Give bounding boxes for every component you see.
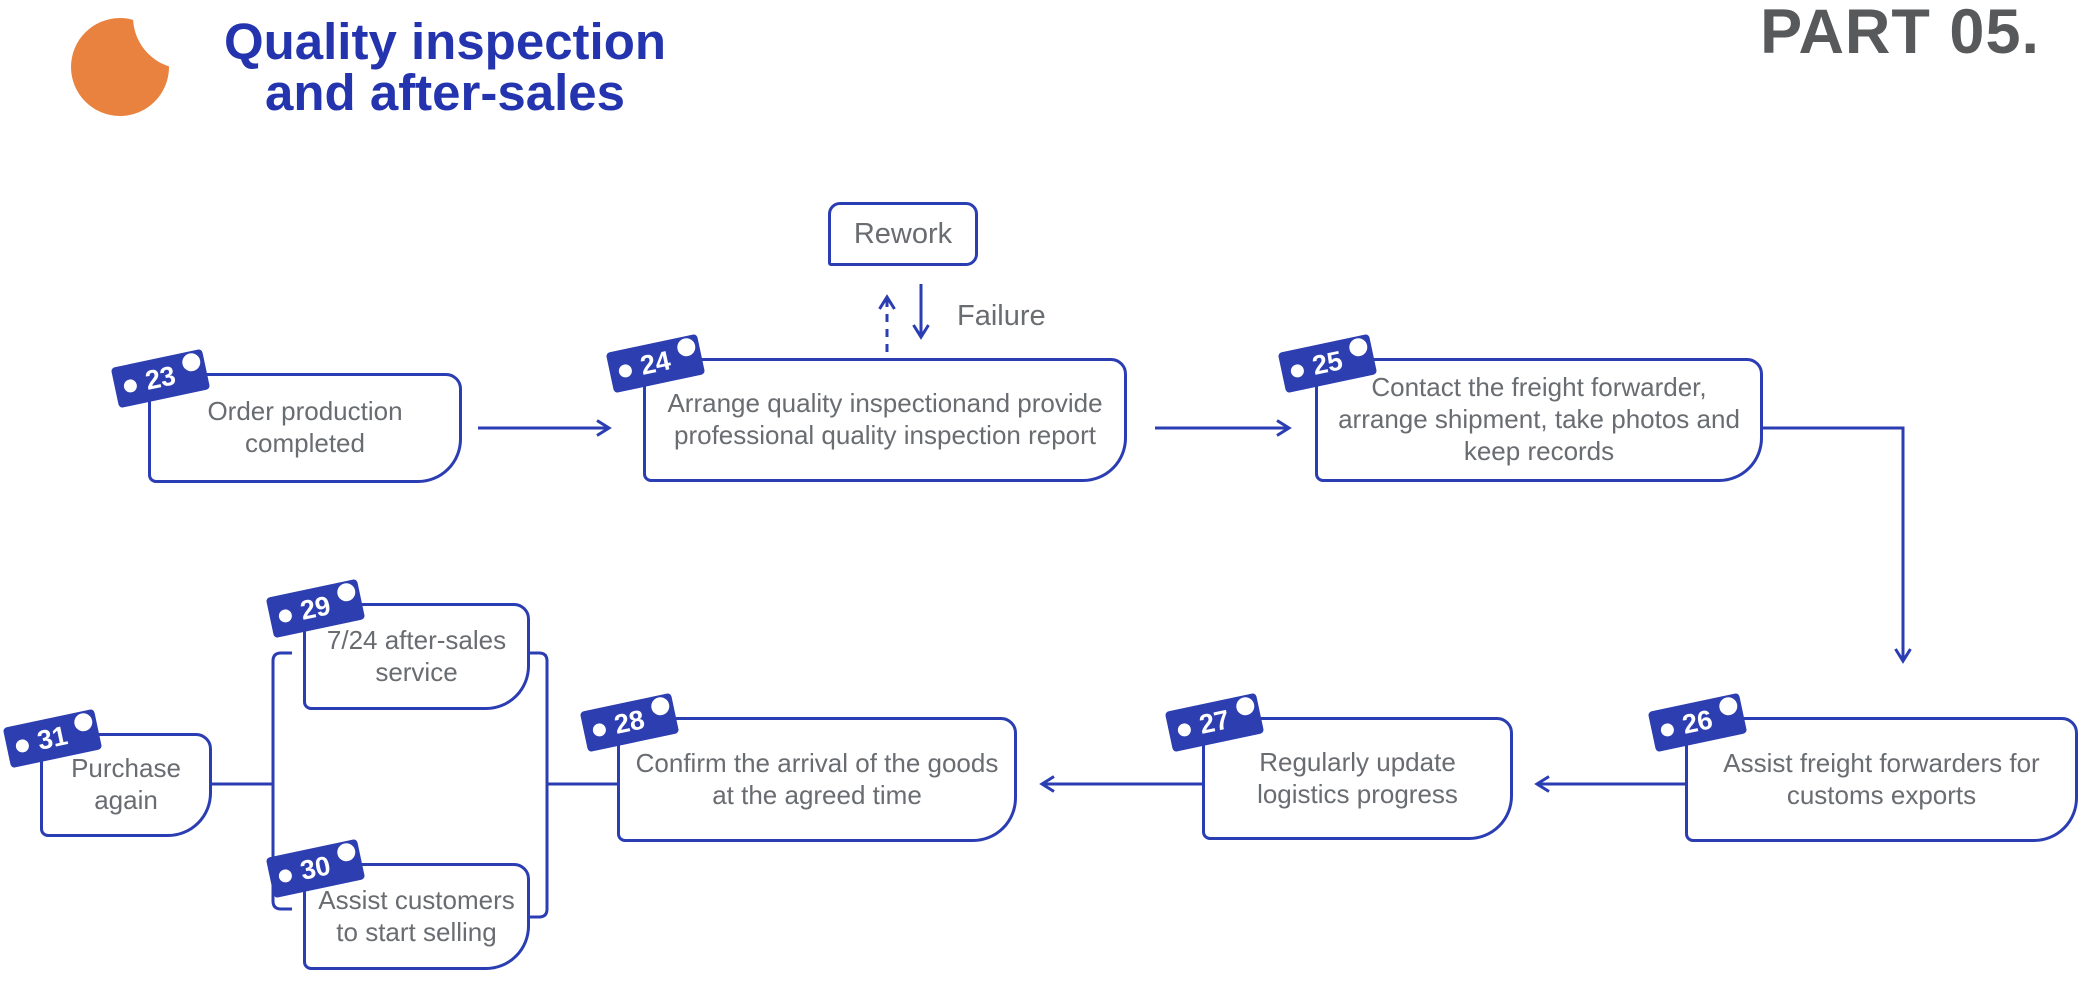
flow-node-assist-customers-selling: 30 Assist customers to start selling	[265, 838, 530, 970]
tag-hole-icon	[1659, 722, 1676, 738]
tag-hole-icon	[277, 608, 294, 624]
step-number: 27	[1196, 704, 1233, 740]
node-label: Confirm the arrival of the goods at the …	[635, 747, 999, 810]
tag-hole-icon	[335, 581, 357, 603]
step-number-tag-27: 27	[1164, 692, 1265, 753]
tag-hole-icon	[1176, 722, 1193, 738]
step-number: 26	[1679, 704, 1716, 740]
node-label: Assist customers to start selling	[318, 884, 515, 947]
rework-label: Rework	[853, 217, 953, 250]
tag-hole-icon	[1234, 695, 1256, 717]
tag-hole-icon	[591, 722, 608, 738]
node-label: Purchase again	[71, 753, 181, 815]
node-label: Arrange quality inspectionand provide pr…	[667, 388, 1103, 450]
tag-hole-icon	[180, 351, 202, 373]
node-label: Regularly update logistics progress	[1257, 746, 1458, 809]
node-label: Assist freight forwarders for customs ex…	[1723, 747, 2040, 810]
bracket-right	[528, 651, 549, 919]
step-number: 29	[297, 590, 334, 626]
tag-hole-icon	[14, 738, 31, 754]
tag-hole-icon	[277, 868, 294, 884]
tag-hole-icon	[1289, 363, 1306, 379]
node-label: 7/24 after-sales service	[326, 624, 507, 687]
step-number: 25	[1309, 345, 1346, 381]
step-number-tag-26: 26	[1647, 692, 1748, 753]
tag-hole-icon	[335, 841, 357, 863]
slide-title-line1: Quality inspection	[223, 13, 667, 70]
tag-hole-icon	[72, 711, 94, 733]
step-number: 23	[142, 360, 179, 396]
node-label: Contact the freight forwarder, arrange s…	[1338, 372, 1740, 466]
tag-hole-icon	[1347, 336, 1369, 358]
step-number: 30	[297, 850, 334, 886]
tag-hole-icon	[122, 378, 139, 394]
arrow-25-to-26-elbow	[1763, 426, 1903, 660]
flow-node-assist-customs-exports: 26 Assist freight forwarders for customs…	[1647, 692, 2078, 842]
flow-node-arrange-quality-inspection: 24 Arrange quality inspectionand provide…	[605, 333, 1127, 482]
tag-hole-icon	[675, 336, 697, 358]
step-number-tag-24: 24	[605, 333, 706, 394]
flow-node-update-logistics-progress: 27 Regularly update logistics progress	[1164, 692, 1513, 840]
node-label: Order production completed	[207, 396, 403, 458]
tag-hole-icon	[1717, 695, 1739, 717]
flow-node-rework: Rework	[828, 202, 978, 266]
slide-title: Quality inspection and after-sales	[120, 16, 770, 118]
orange-blob-decoration	[71, 3, 235, 116]
flow-node-order-production-completed: 23 Order production completed	[110, 348, 462, 483]
part-number-label: PART 05.	[1760, 0, 2040, 67]
slide-title-line2: and after-sales	[265, 64, 625, 121]
flow-node-purchase-again: 31 Purchase again	[2, 708, 212, 837]
failure-label: Failure	[957, 300, 1046, 332]
step-number-tag-28: 28	[579, 692, 680, 753]
step-number: 31	[34, 720, 71, 756]
flow-node-contact-freight-forwarder: 25 Contact the freight forwarder, arrang…	[1277, 333, 1763, 482]
flow-node-confirm-arrival: 28 Confirm the arrival of the goods at t…	[579, 692, 1017, 842]
tag-hole-icon	[617, 363, 634, 379]
flow-node-after-sales-service: 29 7/24 after-sales service	[265, 578, 530, 710]
tag-hole-icon	[649, 695, 671, 717]
step-number: 24	[637, 345, 674, 381]
step-number: 28	[611, 704, 648, 740]
